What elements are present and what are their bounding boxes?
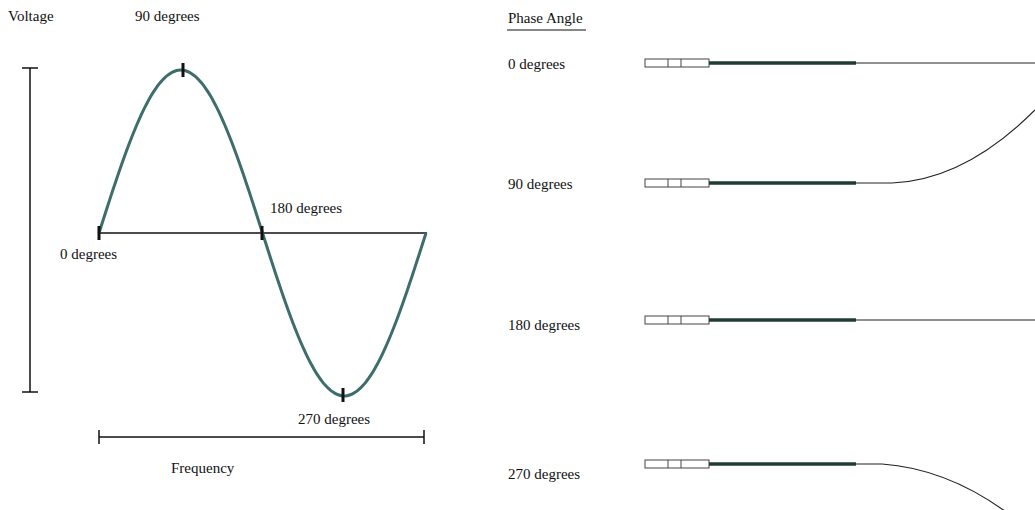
clamp-division (681, 179, 682, 187)
beam-thick (709, 462, 856, 466)
beam-tip (855, 62, 1035, 63)
clamp-block (645, 179, 709, 187)
column-heading: Phase Angle (508, 9, 583, 27)
axis-label: Frequency (171, 459, 234, 477)
beam-tip (855, 110, 1035, 183)
phase-label: 0 degrees (60, 245, 117, 263)
row-label: 180 degrees (508, 316, 580, 334)
phase-ticks (99, 63, 343, 402)
row-label: 90 degrees (508, 175, 573, 193)
phase-label: 90 degrees (135, 7, 200, 25)
voltage-scale (22, 68, 38, 392)
clamp-division (681, 59, 682, 67)
beam-figures (645, 59, 1035, 510)
clamp-division (681, 460, 682, 468)
clamp-division (668, 460, 669, 468)
clamp-division (681, 316, 682, 324)
cantilever-beam (645, 316, 1035, 324)
clamp-division (668, 179, 669, 187)
beam-thick (709, 318, 856, 322)
row-label: 270 degrees (508, 465, 580, 483)
clamp-block (645, 316, 709, 324)
beam-thick (709, 61, 856, 65)
beam-tip (855, 464, 1035, 510)
heading-underline (507, 30, 586, 31)
phase-label: 180 degrees (270, 199, 342, 217)
cantilever-beam (645, 110, 1035, 187)
phase-label: 270 degrees (298, 410, 370, 428)
clamp-division (668, 59, 669, 67)
beam-tip (855, 319, 1035, 320)
clamp-block (645, 59, 709, 67)
sine-wave (99, 70, 426, 396)
row-label: 0 degrees (508, 55, 565, 73)
clamp-division (668, 316, 669, 324)
axis-label: Voltage (8, 7, 54, 25)
frequency-scale (99, 430, 424, 444)
clamp-block (645, 460, 709, 468)
cantilever-beam (645, 460, 1035, 510)
cantilever-beam (645, 59, 1035, 67)
beam-thick (709, 181, 856, 185)
